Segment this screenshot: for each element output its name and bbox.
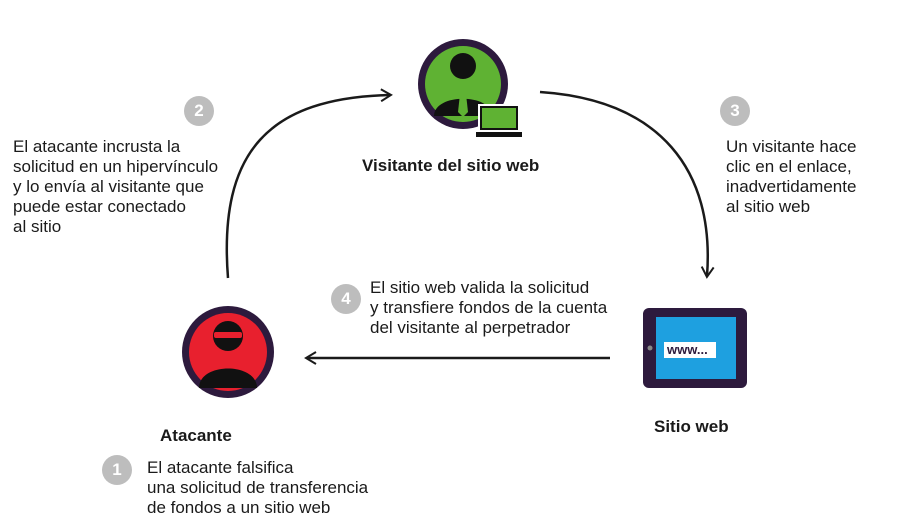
step-badge-4: 4 — [331, 284, 361, 314]
arrow-attacker-to-visitor — [225, 88, 393, 279]
step-text-2: El atacante incrusta la solicitud en un … — [13, 137, 219, 236]
attacker-label: Atacante — [160, 426, 232, 445]
attacker-mask-icon — [182, 306, 274, 398]
arrow-visitor-to-website — [539, 90, 715, 279]
step-badge-2: 2 — [184, 96, 214, 126]
visitor-with-laptop-icon — [418, 39, 522, 137]
step-badge-1: 1 — [102, 455, 132, 485]
step-badge-3: 3 — [720, 96, 750, 126]
step-text-1: El atacante falsifica una solicitud de t… — [147, 458, 369, 517]
website-label: Sitio web — [654, 417, 729, 436]
step-text-4: El sitio web valida la solicitud y trans… — [370, 278, 608, 337]
step-text-3: Un visitante hace clic en el enlace, ina… — [726, 137, 857, 216]
visitor-label: Visitante del sitio web — [362, 156, 540, 175]
tablet-browser-icon — [643, 308, 747, 388]
website-screen-text: www... — [667, 342, 708, 357]
